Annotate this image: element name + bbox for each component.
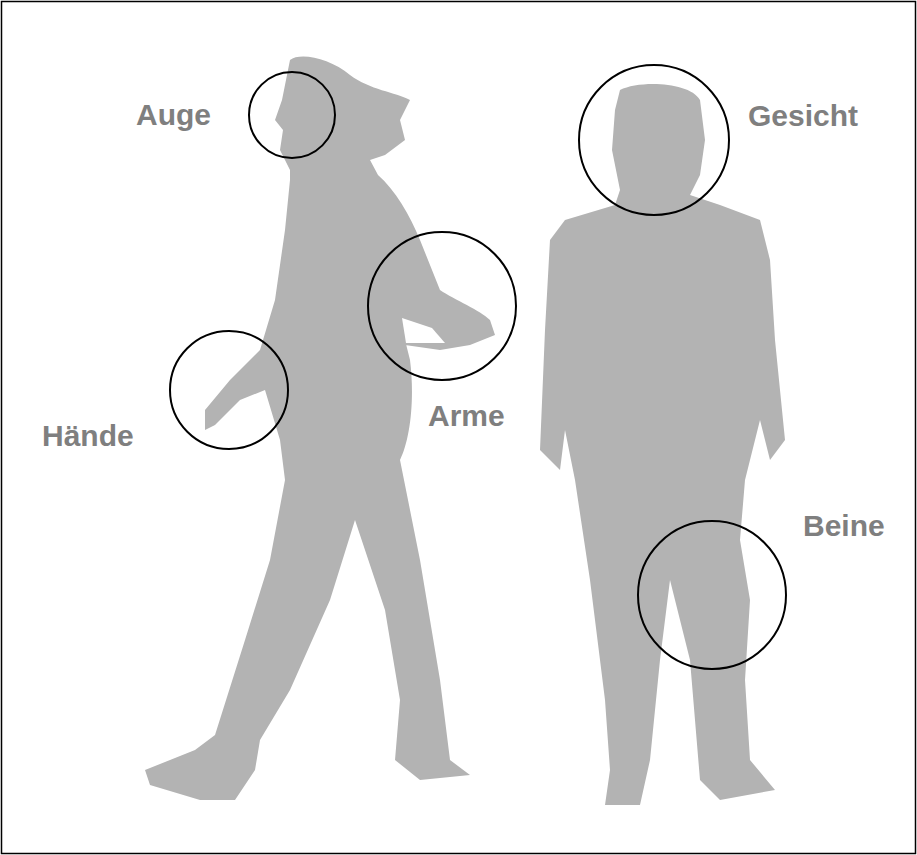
part-label: Gesicht: [748, 99, 858, 133]
callout-circle: [368, 232, 516, 380]
callout-circle: [638, 521, 786, 669]
callout-circle: [170, 331, 288, 449]
standing-man-silhouette: [540, 84, 785, 805]
callout-circle: [249, 72, 335, 158]
part-label: Beine: [803, 509, 885, 543]
arm-gap: [402, 318, 445, 343]
part-label: Auge: [136, 98, 211, 132]
callout-circle: [579, 65, 729, 215]
part-label: Arme: [428, 399, 505, 433]
part-label: Hände: [42, 419, 134, 453]
